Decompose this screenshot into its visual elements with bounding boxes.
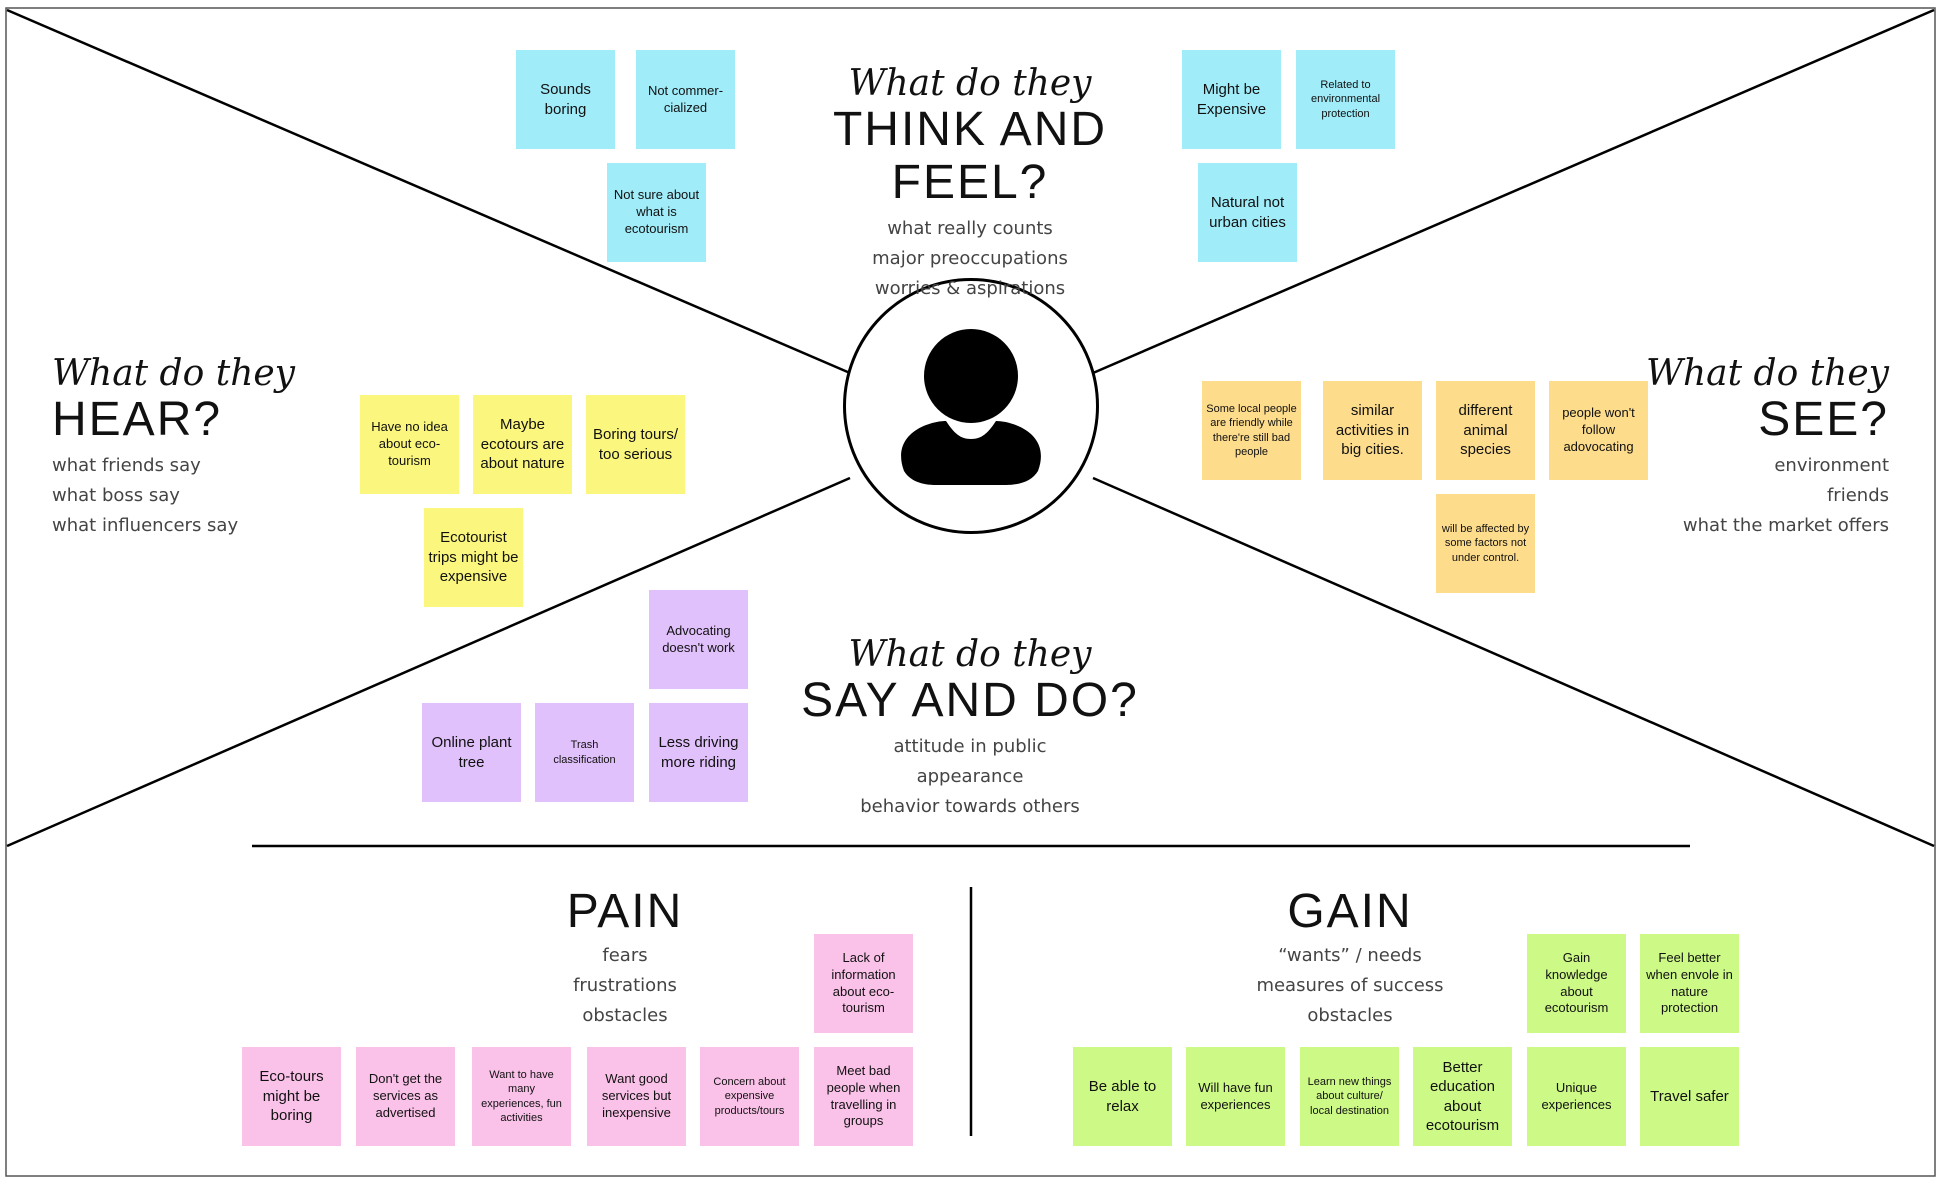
sticky-note-pain[interactable]: Don't get the services as advertised <box>356 1047 455 1146</box>
sticky-note-gain[interactable]: Better education about ecotourism <box>1413 1047 1512 1146</box>
think-feel-subtitles: what really counts major preoccupations … <box>760 214 1180 304</box>
sticky-note-see[interactable]: Some local people are friendly while the… <box>1202 381 1301 480</box>
sticky-note-hear[interactable]: Have no idea about eco-tourism <box>360 395 459 494</box>
gain-subtitles: “wants” / needs measures of success obst… <box>1230 941 1470 1031</box>
think-feel-sub-1: what really counts <box>887 217 1053 239</box>
sticky-note-think[interactable]: Not sure about what is ecotourism <box>607 163 706 262</box>
say-do-header: What do they SAY AND DO? attitude in pub… <box>780 637 1160 822</box>
pain-sub-3: obstacles <box>582 1004 668 1026</box>
canvas-border <box>5 7 1936 1177</box>
divider-line-top-right <box>1092 8 1935 375</box>
sticky-note-gain[interactable]: Learn new things about culture/ local de… <box>1300 1047 1399 1146</box>
sticky-note-gain[interactable]: Gain knowledge about ecotourism <box>1527 934 1626 1033</box>
sticky-note-say[interactable]: Online plant tree <box>422 703 521 802</box>
pain-title: PAIN <box>566 885 684 938</box>
say-do-subtitles: attitude in public appearance behavior t… <box>780 732 1160 822</box>
think-feel-sub-2: major preoccupations <box>872 247 1068 269</box>
think-feel-title: THINK AND FEEL? <box>832 103 1108 209</box>
see-subtitles: environment friends what the market offe… <box>1600 451 1889 541</box>
gain-sub-1: “wants” / needs <box>1278 944 1422 966</box>
sticky-note-pain[interactable]: Concern about expensive products/tours <box>700 1047 799 1146</box>
sticky-note-say[interactable]: Trash classification <box>535 703 634 802</box>
say-do-title: SAY AND DO? <box>801 674 1139 727</box>
gain-sub-2: measures of success <box>1256 974 1444 996</box>
pain-sub-1: fears <box>602 944 648 966</box>
think-feel-intro: What do they <box>848 63 1092 104</box>
sticky-note-think[interactable]: Sounds boring <box>516 50 615 149</box>
sticky-note-see[interactable]: will be affected by some factors not und… <box>1436 494 1535 593</box>
gain-sub-3: obstacles <box>1307 1004 1393 1026</box>
sticky-note-see[interactable]: different animal species <box>1436 381 1535 480</box>
sticky-note-say[interactable]: Less driving more riding <box>649 703 748 802</box>
pain-header: PAIN fears frustrations obstacles <box>525 885 725 1031</box>
sticky-note-see[interactable]: similar activities in big cities. <box>1323 381 1422 480</box>
sticky-note-gain[interactable]: Unique experiences <box>1527 1047 1626 1146</box>
divider-line-bottom-right <box>1092 476 1935 848</box>
say-do-sub-2: appearance <box>916 765 1024 787</box>
think-feel-header: What do they THINK AND FEEL? what really… <box>760 66 1180 304</box>
see-intro: What do they <box>1645 353 1889 394</box>
sticky-note-think[interactable]: Natural not urban cities <box>1198 163 1297 262</box>
sticky-note-hear[interactable]: Boring tours/ too serious <box>586 395 685 494</box>
hear-sub-2: what boss say <box>52 484 180 506</box>
sticky-note-gain[interactable]: Feel better when envole in nature protec… <box>1640 934 1739 1033</box>
hear-header: What do they HEAR? what friends say what… <box>52 356 312 541</box>
say-do-intro: What do they <box>848 634 1092 675</box>
say-do-sub-3: behavior towards others <box>860 795 1080 817</box>
sticky-note-pain[interactable]: Lack of information about eco-tourism <box>814 934 913 1033</box>
see-sub-2: friends <box>1826 484 1889 506</box>
see-header: What do they SEE? environment friends wh… <box>1600 356 1889 541</box>
divider-line-bottom-left <box>6 476 851 848</box>
person-icon <box>901 329 1041 485</box>
sticky-note-pain[interactable]: Want good services but inexpensive <box>587 1047 686 1146</box>
hear-sub-1: what friends say <box>52 454 201 476</box>
divider-line-top-left <box>6 8 851 375</box>
sticky-note-think[interactable]: Related to environmental protection <box>1296 50 1395 149</box>
see-title: SEE? <box>1758 393 1889 446</box>
sticky-note-pain[interactable]: Eco-tours might be boring <box>242 1047 341 1146</box>
sticky-note-think[interactable]: Not commer-cialized <box>636 50 735 149</box>
see-sub-3: what the market offers <box>1682 514 1889 536</box>
sticky-note-pain[interactable]: Meet bad people when travelling in group… <box>814 1047 913 1146</box>
hear-sub-3: what influencers say <box>52 514 239 536</box>
say-do-sub-1: attitude in public <box>893 735 1047 757</box>
hear-intro: What do they <box>52 353 296 394</box>
pain-subtitles: fears frustrations obstacles <box>525 941 725 1031</box>
hear-subtitles: what friends say what boss say what infl… <box>52 451 312 541</box>
sticky-note-say[interactable]: Advocating doesn't work <box>649 590 748 689</box>
persona-avatar <box>843 278 1099 534</box>
sticky-note-gain[interactable]: Be able to relax <box>1073 1047 1172 1146</box>
sticky-note-gain[interactable]: Will have fun experiences <box>1186 1047 1285 1146</box>
sticky-note-gain[interactable]: Travel safer <box>1640 1047 1739 1146</box>
sticky-note-see[interactable]: people won't follow adovocating <box>1549 381 1648 480</box>
sticky-note-think[interactable]: Might be Expensive <box>1182 50 1281 149</box>
gain-header: GAIN “wants” / needs measures of success… <box>1230 885 1470 1031</box>
gain-title: GAIN <box>1287 885 1413 938</box>
pain-sub-2: frustrations <box>573 974 677 996</box>
sticky-note-hear[interactable]: Maybe ecotours are about nature <box>473 395 572 494</box>
sticky-note-pain[interactable]: Want to have many experiences, fun activ… <box>472 1047 571 1146</box>
hear-title: HEAR? <box>52 393 223 446</box>
see-sub-1: environment <box>1774 454 1889 476</box>
think-feel-sub-3: worries & aspirations <box>874 277 1066 299</box>
sticky-note-hear[interactable]: Ecotourist trips might be expensive <box>424 508 523 607</box>
